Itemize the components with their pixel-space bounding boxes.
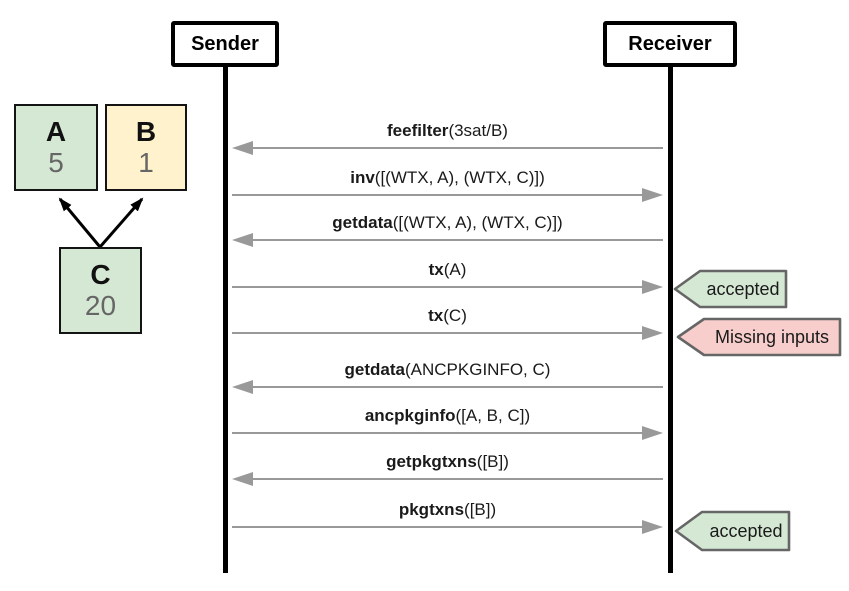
tx-node-C-label: C [90, 258, 111, 290]
tx-node-A-label: A [45, 115, 67, 147]
participant-sender: Sender [171, 21, 279, 67]
tx-node-B-value: 1 [138, 146, 154, 178]
arrow-right-icon [642, 426, 663, 440]
tx-graph-edges [58, 197, 144, 248]
tx-node-A-value: 5 [48, 146, 64, 178]
edge-C-to-B-arrow-icon [98, 197, 144, 248]
message-getdata-wtx-label: getdata([(WTX, A), (WTX, C)]) [332, 213, 563, 232]
message-tx-a-label: tx(A) [428, 260, 467, 279]
tag-accepted-tx-a-label: accepted [706, 279, 779, 299]
arrow-left-icon [232, 141, 253, 155]
arrow-right-icon [642, 280, 663, 294]
tag-accepted-pkgtxns-label: accepted [709, 521, 782, 541]
tx-node-A: A 5 [14, 104, 98, 191]
edge-C-to-A-arrow-icon [58, 197, 102, 248]
message-tx-c-label: tx(C) [428, 306, 467, 325]
arrow-left-icon [232, 233, 253, 247]
tag-missing-inputs-tx-c: Missing inputs [676, 317, 842, 357]
participant-sender-label: Sender [191, 32, 259, 55]
message-feefilter-label: feefilter(3sat/B) [387, 121, 508, 140]
tag-flag-shape [673, 269, 788, 309]
tag-flag-shape [676, 317, 842, 357]
message-getdata-ancpkginfo-label: getdata(ANCPKGINFO, C) [344, 360, 551, 379]
tag-accepted-pkgtxns: accepted [674, 510, 791, 552]
arrow-left-icon [232, 380, 253, 394]
tx-node-B-label: B [135, 115, 157, 147]
sender-lifeline [223, 67, 228, 573]
arrow-left-icon [232, 472, 253, 486]
arrow-right-icon [642, 326, 663, 340]
tx-node-B: B 1 [105, 104, 187, 191]
arrow-right-icon [642, 520, 663, 534]
participant-receiver: Receiver [603, 21, 737, 67]
message-pkgtxns-label: pkgtxns([B]) [398, 500, 497, 519]
message-ancpkginfo-label: ancpkginfo([A, B, C]) [364, 406, 531, 425]
tag-missing-inputs-label: Missing inputs [715, 327, 829, 347]
tx-node-C: C 20 [59, 247, 142, 334]
message-inv-label: inv([(WTX, A), (WTX, C)]) [350, 168, 545, 187]
receiver-lifeline [668, 67, 673, 573]
participant-receiver-label: Receiver [628, 32, 712, 55]
arrow-right-icon [642, 188, 663, 202]
tag-flag-shape [674, 510, 791, 552]
tx-node-C-value: 20 [84, 289, 117, 321]
message-getpkgtxns-label: getpkgtxns([B]) [386, 452, 509, 471]
tag-accepted-tx-a: accepted [673, 269, 788, 309]
